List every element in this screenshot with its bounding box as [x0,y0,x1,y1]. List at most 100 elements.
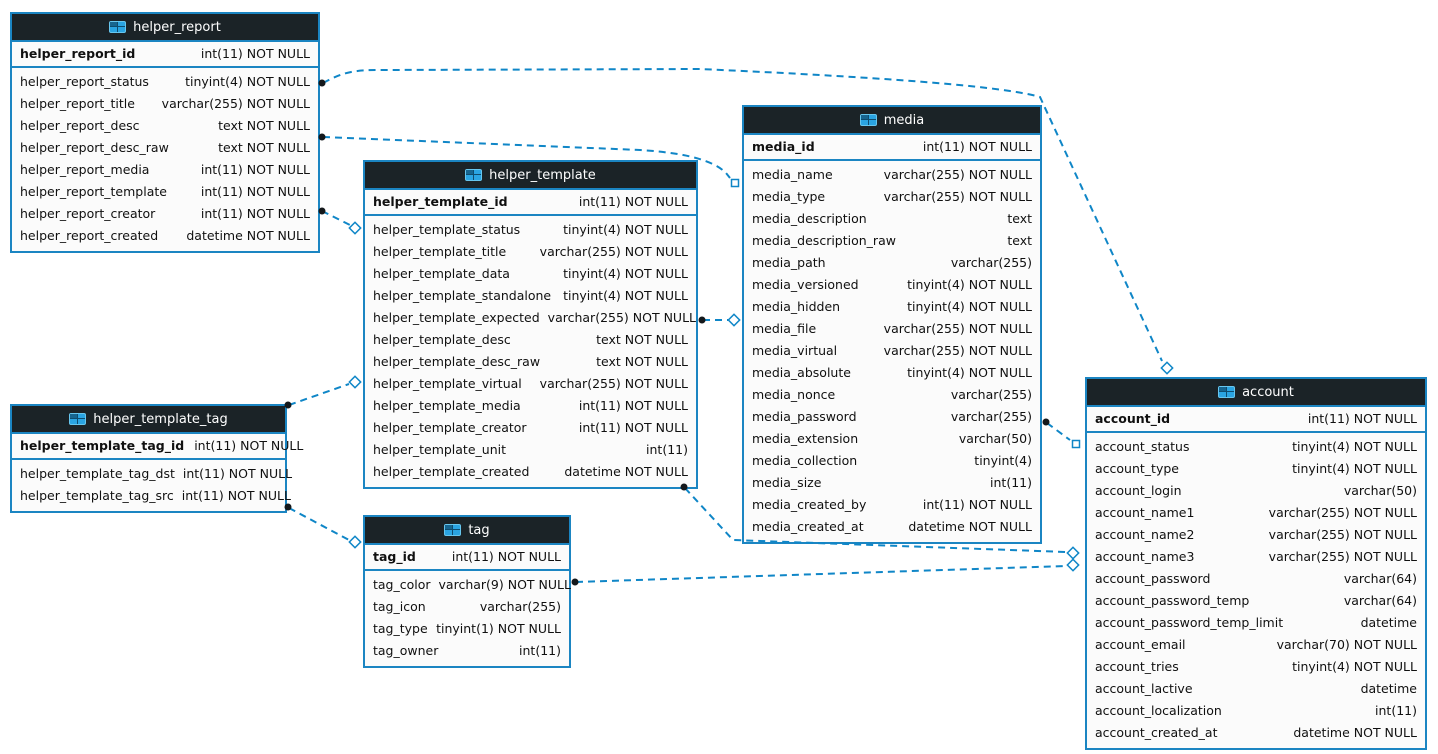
table-icon [859,114,877,126]
relation-helper_report-media[interactable] [322,136,731,179]
field-name: helper_template_desc [373,332,511,347]
field-type: varchar(255) NOT NULL [1268,505,1417,520]
table-header-media[interactable]: media [744,107,1040,135]
field-type: varchar(50) [1343,483,1417,498]
relation-helper_report-helper_template[interactable] [321,210,351,226]
relation-helper_template_tag-helper_template[interactable] [288,383,350,406]
field-type: tinyint(4) [974,453,1032,468]
field-type: datetime [1360,615,1417,630]
field-name: media_password [752,409,857,424]
field-name: helper_template_standalone [373,288,552,303]
field-name: tag_icon [373,599,426,614]
field-name: helper_report_id [20,46,136,61]
field-name: helper_report_creator [20,206,156,221]
relation-endpoint-square [730,178,740,188]
relation-media-account[interactable] [1046,422,1071,441]
table-header-helper_template_tag[interactable]: helper_template_tag [12,406,285,434]
table-header-account[interactable]: account [1087,379,1425,407]
relation-tag-account[interactable] [575,565,1067,583]
relation-helper_template-account[interactable] [684,487,1067,553]
table-title: account [1242,384,1294,400]
relation-helper_report-account[interactable] [322,67,1163,362]
table-header-helper_report[interactable]: helper_report [12,14,318,42]
relation-endpoint-diamond [348,375,362,389]
field-name: media_file [752,321,817,336]
table-header-helper_template[interactable]: helper_template [365,162,696,190]
table-header-tag[interactable]: tag [365,517,569,545]
field-type: int(11) NOT NULL [182,466,293,481]
relation-helper_template_tag-tag[interactable] [288,507,350,541]
field-type: int(11) NOT NULL [578,420,688,435]
